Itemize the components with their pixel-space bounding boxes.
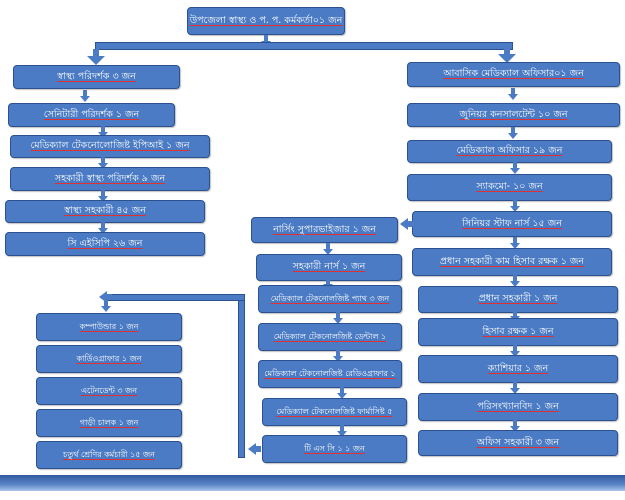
box-label: এটেনডেন্ট ৩ জন: [80, 386, 138, 396]
box-label: মেডিক্যাল টেকনোলজিষ্ট প্যাথ ৩ জন: [270, 294, 390, 304]
org-box: প্রধান সহকারী ১ জন: [418, 286, 618, 313]
box-label: স্বাস্থ্য পরিদর্শক ৩ জন: [57, 70, 136, 82]
arrow-down-icon: [508, 127, 518, 139]
org-box: কম্পাউন্ডার ১ জন: [36, 313, 182, 341]
arrow-down-icon: [498, 47, 516, 63]
arrow-down-icon: [510, 275, 520, 287]
horizontal-connector: [95, 42, 513, 50]
box-label: চতুর্থ শ্রেণির কর্মচারী ১৫ জন: [63, 450, 155, 460]
box-label: জুনিয়র কনসালটেন্ট ১০ জন: [459, 108, 568, 120]
org-box: চতুর্থ শ্রেণির কর্মচারী ১৫ জন: [36, 441, 182, 469]
org-box: সহকারী নার্স ১ জন: [256, 254, 402, 281]
org-box: জুনিয়র কনসালটেন্ট ১০ জন: [407, 103, 620, 127]
box-label: উপজেলা স্বাস্থ্য ও প. প. কর্মকর্তা০১ জন: [189, 14, 343, 26]
org-box: মেডিক্যাল টেকনোলোজিষ্ট ইপিআই ১ জন: [10, 135, 210, 158]
org-box: মেডিক্যাল টেকনোলজিষ্ট প্যাথ ৩ জন: [258, 285, 402, 313]
box-label: মেডিক্যাল টেকনোলোজিষ্ট ইপিআই ১ জন: [30, 140, 190, 152]
org-box: পরিসংখ্যানবিদ ১ জন: [418, 393, 618, 421]
box-label: স্বাস্থ্য সহকারী ৪৫ জন: [64, 205, 146, 217]
org-box: কার্ডিওগ্রাফার ১ জন: [36, 345, 182, 373]
box-label: সহকারী স্বাস্থ্য পরিদর্শক ৯ জন: [54, 172, 166, 184]
arrow-down-icon: [98, 190, 108, 202]
arrow-down-icon: [510, 237, 520, 249]
org-box: স্বাস্থ্য সহকারী ৪৫ জন: [5, 200, 205, 223]
arrow-down-icon: [337, 425, 347, 437]
box-label: হিসাব রক্ষক ১ জন: [482, 325, 554, 337]
arrow-down-icon: [80, 90, 90, 102]
box-label: টি এস সি ১ ১ জন: [304, 444, 365, 454]
org-box: হিসাব রক্ষক ১ জন: [418, 318, 618, 346]
arrow-left-icon: [99, 291, 112, 303]
org-box: এটেনডেন্ট ৩ জন: [36, 377, 182, 405]
org-box: মেডিক্যাল টেকনোলজিষ্ট ফার্মাসিষ্ট ৫: [262, 398, 407, 426]
box-label: সেনিটারী পরিদর্শক ১ জন: [43, 108, 140, 120]
arrow-down-icon: [333, 312, 343, 324]
box-label: মেডিক্যাল টেকনোলজিষ্ট ডেন্টাল ১: [273, 332, 387, 342]
arrow-down-icon: [510, 200, 520, 212]
arrow-down-icon: [323, 243, 333, 255]
org-box: সেনিটারী পরিদর্শক ১ জন: [8, 103, 175, 127]
org-box: প্রধান সহকারী কাম হিসাব রক্ষক ১ জন: [412, 248, 612, 276]
box-label: সি এইসিপি ২৬ জন: [67, 237, 143, 249]
box-label: সিনিয়র স্টাফ নার্স ১৫ জন: [462, 217, 562, 229]
org-box: স্বাস্থ্য পরিদর্শক ৩ জন: [13, 65, 180, 89]
org-box: মেডিক্যাল টেকনোলজিষ্ট ডেন্টাল ১: [258, 323, 402, 351]
org-box: সহকারী স্বাস্থ্য পরিদর্শক ৯ জন: [10, 167, 210, 191]
box-label: আবাসিক মেডিক্যাল অফিসার০১ জন: [443, 68, 584, 80]
box-label: পরিসংখ্যানবিদ ১ জন: [477, 400, 559, 412]
org-box: স্যাকমো- ১০ জন: [407, 174, 612, 201]
arrow-down-icon: [510, 345, 520, 357]
box-label: প্রধান সহকারী কাম হিসাব রক্ষক ১ জন: [439, 255, 585, 267]
top-officer-box: উপজেলা স্বাস্থ্য ও প. প. কর্মকর্তা০১ জন: [187, 7, 345, 35]
footer-bar: [0, 475, 625, 491]
box-label: প্রধান সহকারী ১ জন: [478, 293, 558, 305]
arrow-down-icon: [510, 420, 520, 432]
org-box: সিনিয়র স্টাফ নার্স ১৫ জন: [412, 211, 612, 237]
org-box: ক্যাশিয়ার ১ জন: [418, 355, 618, 383]
org-box: সি এইসিপি ২৬ জন: [5, 232, 205, 256]
org-box: নার্সিং সুপারভাইজার ১ জন: [251, 217, 398, 243]
arrow-down-icon: [337, 387, 347, 399]
arrow-down-icon: [510, 382, 520, 394]
arrow-left-icon: [400, 218, 413, 230]
box-label: মেডিক্যাল অফিসার ১৯ জন: [456, 145, 563, 157]
arrow-down-icon: [87, 49, 105, 65]
arrow-down-icon: [98, 157, 108, 169]
arrow-left-icon: [248, 443, 261, 455]
arrow-down-icon: [333, 350, 343, 362]
box-label: ক্যাশিয়ার ১ জন: [487, 362, 549, 374]
box-label: অফিস সহকারী ৩ জন: [476, 436, 560, 448]
box-label: মেডিক্যাল টেকনোলজিষ্ট রেডিওগ্রাফার ১: [264, 369, 396, 379]
org-box: গাড়ী চালক ১ জন: [36, 409, 182, 437]
org-box: টি এস সি ১ ১ জন: [262, 435, 407, 463]
box-label: কার্ডিওগ্রাফার ১ জন: [76, 354, 142, 364]
vertical-connector: [238, 295, 245, 458]
box-label: নার্সিং সুপারভাইজার ১ জন: [273, 223, 376, 235]
box-label: মেডিক্যাল টেকনোলজিষ্ট ফার্মাসিষ্ট ৫: [276, 407, 393, 417]
box-label: গাড়ী চালক ১ জন: [79, 418, 139, 428]
box-label: স্যাকমো- ১০ জন: [476, 181, 543, 193]
horizontal-connector: [108, 294, 245, 301]
org-box: মেডিক্যাল অফিসার ১৯ জন: [407, 140, 612, 163]
org-box: আবাসিক মেডিক্যাল অফিসার০১ জন: [407, 62, 620, 87]
arrow-down-icon: [510, 162, 520, 174]
arrow-down-icon: [101, 300, 111, 312]
org-box: মেডিক্যাল টেকনোলজিষ্ট রেডিওগ্রাফার ১: [258, 360, 402, 388]
arrow-down-icon: [508, 88, 518, 100]
arrow-down-icon: [98, 222, 108, 234]
box-label: সহকারী নার্স ১ জন: [292, 261, 366, 273]
org-box: অফিস সহকারী ৩ জন: [418, 430, 618, 456]
box-label: কম্পাউন্ডার ১ জন: [79, 322, 139, 332]
